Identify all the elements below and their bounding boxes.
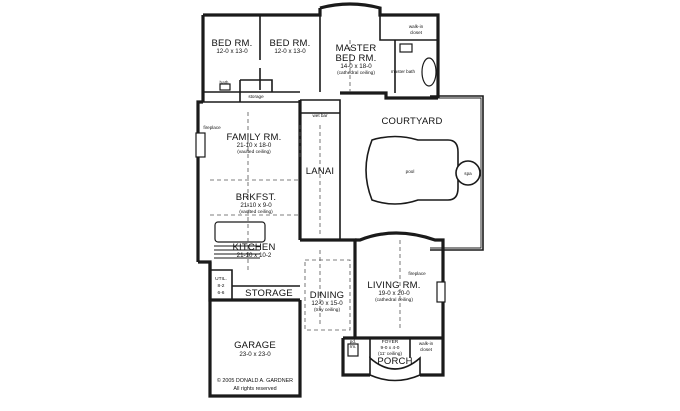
svg-text:BED RM.: BED RM. xyxy=(336,53,377,64)
svg-text:rm.: rm. xyxy=(350,344,357,349)
room-bed2-label: BED RM. 12-0 x 13-0 xyxy=(270,38,311,55)
room-porch-label: PORCH xyxy=(377,356,412,367)
svg-text:BRKFST.: BRKFST. xyxy=(236,192,276,203)
dashed-ceiling-lines xyxy=(210,40,401,331)
svg-text:(tray ceiling): (tray ceiling) xyxy=(314,307,341,313)
svg-text:12-0 x 15-0: 12-0 x 15-0 xyxy=(311,300,343,307)
svg-text:COURTYARD: COURTYARD xyxy=(381,116,442,127)
svg-text:21-10 x 9-0: 21-10 x 9-0 xyxy=(240,202,272,209)
svg-text:walk-in: walk-in xyxy=(409,24,424,29)
svg-text:BED RM.: BED RM. xyxy=(212,38,253,49)
room-util-label: UTIL. 8-2 6-6 xyxy=(215,276,227,296)
svg-text:21-10 x 10-2: 21-10 x 10-2 xyxy=(237,252,272,259)
svg-text:© 2005 DONALD A. GARDNER: © 2005 DONALD A. GARDNER xyxy=(217,377,293,384)
svg-text:12-0 x 13-0: 12-0 x 13-0 xyxy=(216,48,248,55)
stairs xyxy=(214,245,260,259)
svg-text:wet bar: wet bar xyxy=(312,113,328,118)
svg-text:MASTER: MASTER xyxy=(336,43,377,54)
svg-text:(vaulted ceiling): (vaulted ceiling) xyxy=(239,209,273,215)
svg-text:GARAGE: GARAGE xyxy=(234,340,276,351)
svg-text:pd.: pd. xyxy=(350,339,356,344)
room-brkfst-label: BRKFST. 21-10 x 9-0 (vaulted ceiling) xyxy=(236,192,276,215)
room-master-label: MASTER BED RM. 14-0 x 18-0 (cathedral ce… xyxy=(336,43,377,76)
svg-text:storage: storage xyxy=(248,94,264,99)
svg-text:FAMILY RM.: FAMILY RM. xyxy=(227,132,282,143)
room-lanai-label: LANAI xyxy=(306,166,334,177)
room-courtyard-label: COURTYARD xyxy=(381,116,442,127)
courtyard-area xyxy=(430,95,484,251)
svg-text:(cathedral ceiling): (cathedral ceiling) xyxy=(337,70,375,76)
room-living-label: LIVING RM. 19-0 x 20-0 (cathedral ceilin… xyxy=(367,280,420,303)
svg-text:6-6: 6-6 xyxy=(218,290,225,296)
room-garage-label: GARAGE 23-0 x 23-0 xyxy=(234,340,276,358)
master-bath-fixtures xyxy=(219,43,437,357)
svg-text:spa: spa xyxy=(464,171,472,176)
svg-text:KITCHEN: KITCHEN xyxy=(232,242,275,253)
svg-text:UTIL.: UTIL. xyxy=(215,276,227,282)
room-bed1-label: BED RM. 12-0 x 13-0 xyxy=(212,38,253,55)
pool xyxy=(365,135,481,205)
svg-text:PORCH: PORCH xyxy=(377,356,412,367)
svg-text:(cathedral ceiling): (cathedral ceiling) xyxy=(375,297,413,303)
svg-text:(vaulted ceiling): (vaulted ceiling) xyxy=(237,149,271,155)
svg-text:bath: bath xyxy=(220,80,229,85)
svg-text:FOYER: FOYER xyxy=(382,339,399,345)
svg-text:12-0 x 13-0: 12-0 x 13-0 xyxy=(274,48,306,55)
svg-text:9-0 x 4-0: 9-0 x 4-0 xyxy=(381,345,400,351)
svg-text:closet: closet xyxy=(410,30,423,35)
svg-text:LIVING RM.: LIVING RM. xyxy=(367,280,420,291)
svg-text:fireplace: fireplace xyxy=(408,271,426,276)
room-kitchen-label: KITCHEN 21-10 x 10-2 xyxy=(232,242,275,259)
room-dining-label: DINING 12-0 x 15-0 (tray ceiling) xyxy=(310,290,344,313)
svg-text:LANAI: LANAI xyxy=(306,166,334,177)
svg-text:(11' ceiling): (11' ceiling) xyxy=(378,351,402,357)
svg-text:pool: pool xyxy=(406,169,415,174)
svg-text:closet: closet xyxy=(420,347,433,352)
svg-text:master bath: master bath xyxy=(391,69,416,74)
small-labels: walk-in closet master bath bath storage … xyxy=(203,24,472,352)
room-storage-label: STORAGE xyxy=(245,288,293,299)
svg-text:DINING: DINING xyxy=(310,290,344,301)
copyright: © 2005 DONALD A. GARDNER All rights rese… xyxy=(217,377,293,392)
svg-text:19-0 x 20-0: 19-0 x 20-0 xyxy=(378,290,410,297)
svg-text:21-10 x 18-0: 21-10 x 18-0 xyxy=(237,142,272,149)
svg-text:fireplace: fireplace xyxy=(203,125,221,130)
svg-text:23-0 x 23-0: 23-0 x 23-0 xyxy=(239,351,271,358)
svg-text:BED RM.: BED RM. xyxy=(270,38,311,49)
room-foyer-label: FOYER 9-0 x 4-0 (11' ceiling) xyxy=(378,339,402,357)
interior-walls xyxy=(195,15,446,358)
svg-text:14-0 x 18-0: 14-0 x 18-0 xyxy=(340,63,372,70)
svg-text:All rights reserved: All rights reserved xyxy=(233,386,276,392)
porch-bay xyxy=(369,356,421,382)
svg-text:walk-in: walk-in xyxy=(419,341,434,346)
room-family-label: FAMILY RM. 21-10 x 18-0 (vaulted ceiling… xyxy=(227,132,282,155)
svg-text:STORAGE: STORAGE xyxy=(245,288,293,299)
exterior-walls xyxy=(196,2,445,398)
svg-text:8-2: 8-2 xyxy=(218,283,225,289)
